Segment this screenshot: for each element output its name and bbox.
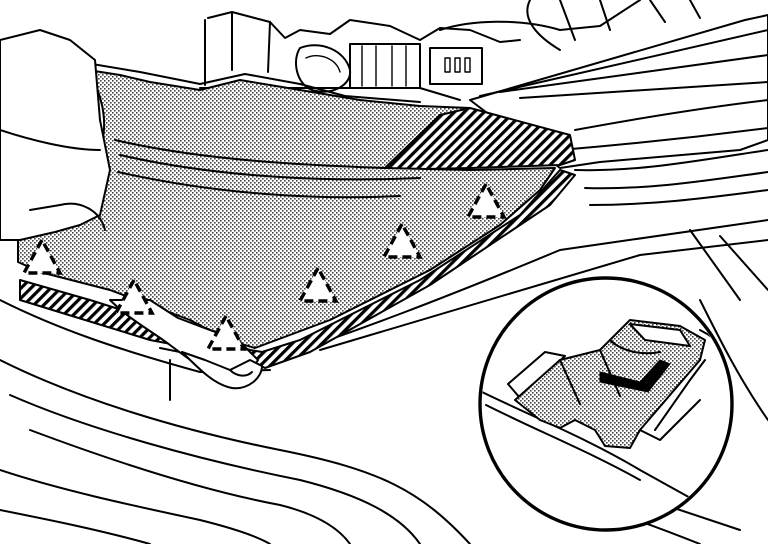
detail-inset	[478, 276, 734, 532]
clip-callout-5	[381, 220, 423, 259]
technician-hand	[0, 29, 263, 390]
clip-callouts	[21, 180, 507, 351]
clip-callout-1	[21, 236, 63, 275]
clip-callout-3	[205, 312, 247, 351]
clip-callout-6	[465, 180, 507, 219]
clip-callout-2	[113, 276, 155, 315]
clip-callout-4	[297, 264, 339, 303]
